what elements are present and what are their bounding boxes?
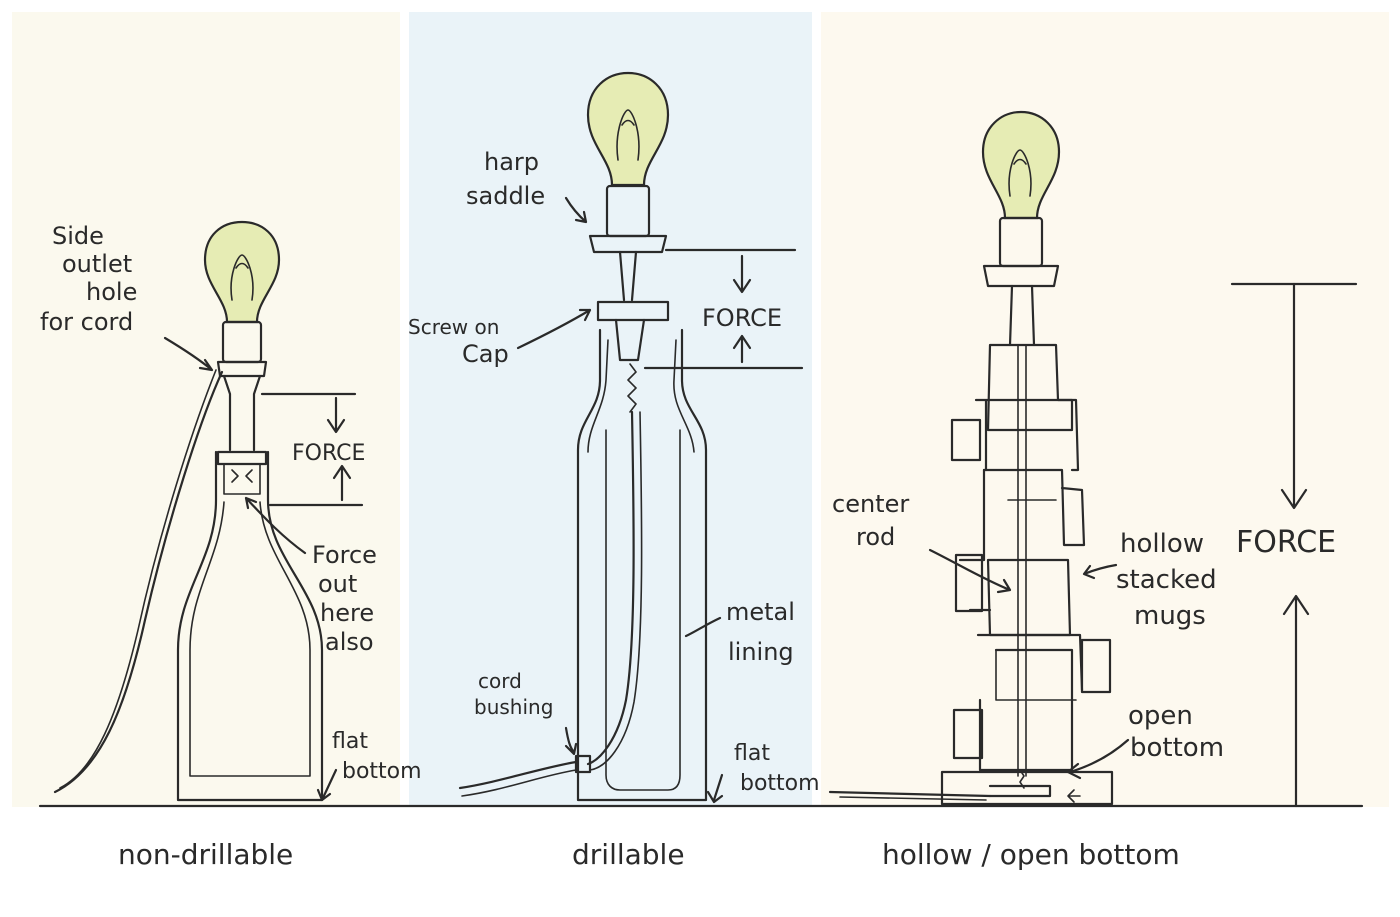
label-force-middle: FORCE	[702, 304, 782, 332]
left-bulb-icon	[203, 220, 281, 324]
right-bulb-icon	[981, 110, 1061, 220]
left-cord	[53, 370, 224, 794]
mug-2	[982, 468, 1086, 547]
label-flat-bottom-left-1: flat	[332, 729, 368, 754]
label-side-outlet-3: hole	[86, 278, 137, 306]
label-mugs: mugs	[1134, 601, 1206, 631]
left-labels: Side outlet hole for cord FORCE Force ou…	[40, 222, 422, 871]
label-cap: Cap	[462, 340, 509, 368]
label-lining: lining	[728, 638, 794, 666]
label-center: center	[832, 490, 909, 518]
label-force-right: FORCE	[1236, 525, 1336, 560]
label-side-outlet-1: Side	[52, 222, 104, 250]
mug-handle-3	[1080, 638, 1112, 694]
label-bushing: bushing	[474, 695, 553, 719]
label-side-outlet-2: outlet	[62, 250, 132, 278]
label-force-left: FORCE	[292, 441, 365, 466]
right-lamp	[828, 110, 1358, 808]
middle-bulb-icon	[586, 71, 670, 187]
middle-lamp	[458, 71, 804, 804]
mug-handle-1	[950, 418, 982, 462]
label-saddle: saddle	[466, 182, 545, 210]
middle-labels: harp saddle Screw on Cap FORCE metal lin…	[408, 148, 820, 871]
label-force-out-1: Force	[312, 541, 377, 569]
label-flat-bottom-middle-1: flat	[734, 741, 770, 766]
label-cord: cord	[478, 669, 522, 693]
right-base	[940, 770, 1114, 806]
metal-lining	[605, 429, 681, 791]
label-harp: harp	[484, 148, 539, 176]
caption-drillable: drillable	[572, 838, 685, 871]
label-side-outlet-4: for cord	[40, 308, 133, 336]
label-open: open	[1128, 701, 1193, 731]
caption-hollow-open-bottom: hollow / open bottom	[882, 838, 1180, 871]
label-bottom: bottom	[1130, 733, 1224, 763]
label-force-out-2: out	[318, 570, 357, 598]
mug-handle-2	[954, 553, 984, 613]
label-force-out-3: here	[320, 599, 374, 627]
label-stacked: stacked	[1116, 565, 1217, 595]
left-lamp	[53, 220, 364, 802]
label-rod: rod	[856, 523, 895, 551]
label-hollow: hollow	[1120, 529, 1204, 559]
label-flat-bottom-middle-2: bottom	[740, 771, 820, 796]
label-force-out-4: also	[325, 628, 374, 656]
panel-right-bg	[821, 12, 1389, 807]
mug-handle-4	[952, 708, 984, 760]
middle-bottle	[576, 328, 708, 802]
caption-non-drillable: non-drillable	[118, 838, 293, 871]
label-screw-on: Screw on	[408, 315, 499, 339]
label-flat-bottom-left-2: bottom	[342, 759, 422, 784]
middle-cord	[586, 410, 635, 766]
label-metal: metal	[726, 598, 795, 626]
right-cord	[828, 790, 992, 798]
right-labels: center rod hollow stacked mugs FORCE ope…	[832, 490, 1336, 871]
